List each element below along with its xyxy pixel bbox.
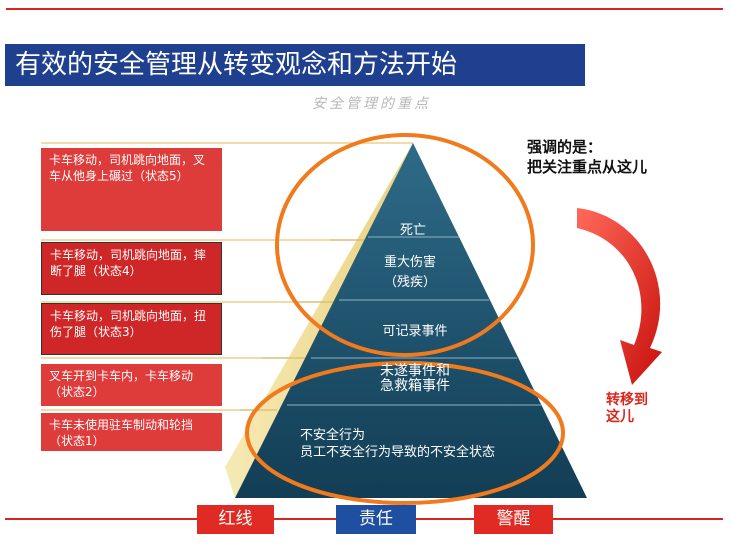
emphasis-line1: 强调的是： (527, 138, 603, 156)
state-box-4: 卡车移动，司机跳向地面，摔断了腿（状态4） (41, 242, 222, 295)
pyramid-front (235, 143, 587, 498)
tier-label-unsafe: 不安全行为 员工不安全行为导致的不安全状态 (300, 427, 495, 461)
state-box-1: 卡车未使用驻车制动和轮挡（状态1） (41, 413, 222, 451)
pyramid-side-face (225, 143, 413, 498)
focus-ellipse-top (275, 133, 535, 357)
tier2-line1: 重大伤害 (383, 255, 436, 270)
emphasis-text: 强调的是： 把关注重点从这儿 (527, 137, 647, 177)
alert-button[interactable]: 警醒 (474, 505, 553, 534)
emphasis-line2: 把关注重点从这儿 (527, 158, 648, 176)
focus-ellipse-bottom (245, 361, 565, 505)
tier-label-recordable: 可记录事件 (382, 324, 448, 339)
red-line-button[interactable]: 红线 (197, 505, 274, 534)
top-rule (6, 8, 723, 10)
transfer-text: 转移到 这儿 (606, 392, 648, 426)
tier5-line2: 员工不安全行为导致的不安全状态 (300, 445, 496, 460)
transfer-line2: 这儿 (606, 409, 634, 425)
leader-lines (41, 142, 413, 411)
tier-label-death: 死亡 (399, 223, 426, 238)
tier4-line2: 急救箱事件 (380, 378, 450, 394)
responsibility-button[interactable]: 责任 (336, 505, 416, 534)
tier-label-near-miss: 未遂事件和 急救箱事件 (355, 364, 475, 394)
transfer-line1: 转移到 (606, 392, 648, 408)
tier-label-major-injury: 重大伤害 （残疾） (360, 253, 460, 293)
curved-arrow-icon (577, 208, 662, 385)
state-box-2: 叉车开到卡车内，卡车移动（状态2） (41, 364, 222, 406)
slide-subtitle: 安全管理的重点 (312, 96, 431, 112)
state-box-3: 卡车移动，司机跳向地面，扭伤了腿（状态3） (41, 303, 222, 355)
tier5-line1: 不安全行为 (300, 428, 366, 443)
slide-title: 有效的安全管理从转变观念和方法开始 (5, 44, 585, 86)
side-face-grid (240, 239, 365, 411)
state-box-5: 卡车移动，司机跳向地面，叉车从他身上碾过（状态5） (41, 148, 222, 231)
tier4-line1: 未遂事件和 (380, 363, 450, 379)
pyramid-tier-lines (287, 236, 541, 406)
tier2-line2: （残疾） (383, 275, 436, 290)
